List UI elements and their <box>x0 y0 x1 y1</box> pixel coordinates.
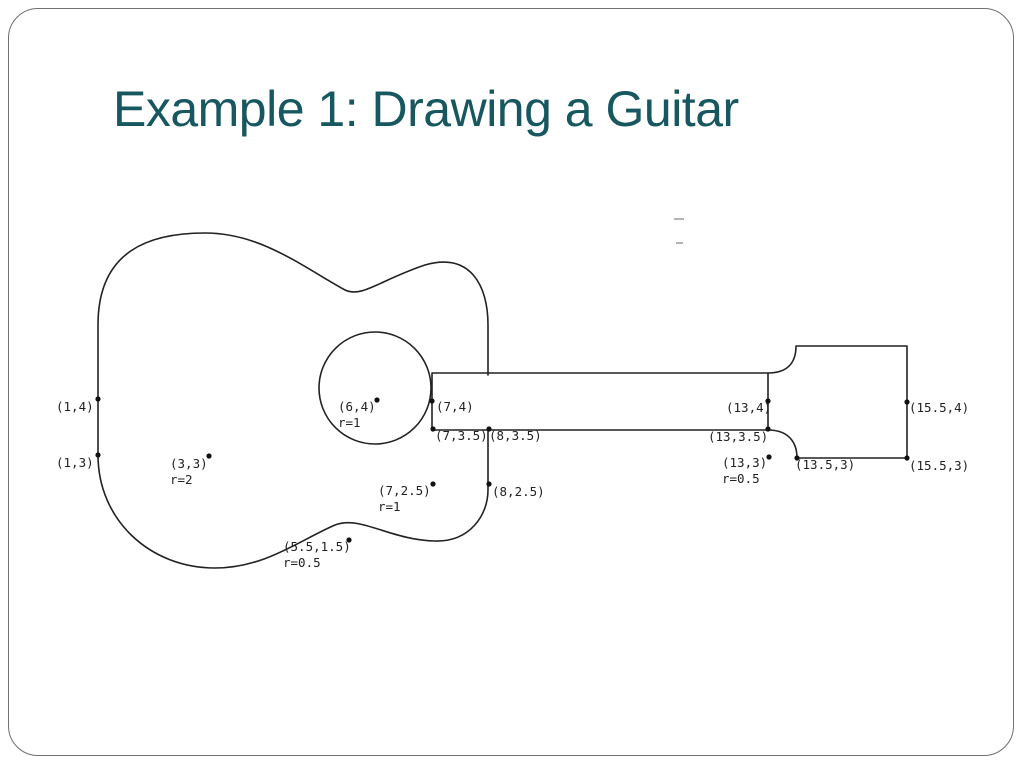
radius-label: r=2 <box>170 472 193 487</box>
radius-label: r=1 <box>338 415 361 430</box>
point-marker <box>429 398 435 404</box>
point-label: (7,4) <box>436 399 474 414</box>
point-marker <box>486 426 492 432</box>
point-label: (5.5,1.5) <box>283 539 351 554</box>
point-marker <box>374 397 380 403</box>
point-label: (13,4) <box>726 400 771 415</box>
guitar-body-outline-lower <box>97 399 489 569</box>
point-label: (15.5,3) <box>909 458 969 473</box>
point-label: (6,4) <box>338 399 376 414</box>
radius-label: r=0.5 <box>722 471 760 486</box>
point-marker <box>346 537 352 543</box>
point-marker <box>765 426 771 432</box>
point-marker <box>486 481 492 487</box>
point-label: (1,4) <box>56 399 94 414</box>
point-label: (8,3.5) <box>489 428 542 443</box>
point-label: (15.5,4) <box>909 400 969 415</box>
point-label: (13.5,3) <box>795 457 855 472</box>
point-label: (13,3) <box>722 455 767 470</box>
point-label: (7,3.5) <box>435 428 488 443</box>
point-marker <box>430 426 436 432</box>
point-label: (7,2.5) <box>378 483 431 498</box>
point-marker <box>206 453 212 459</box>
point-label: (13,3.5) <box>708 429 768 444</box>
point-marker <box>904 455 910 461</box>
slide-title: Example 1: Drawing a Guitar <box>113 81 739 137</box>
sound-hole <box>318 331 432 445</box>
point-label: (1,3) <box>56 455 94 470</box>
point-marker <box>904 399 910 405</box>
guitar-body-outline <box>97 232 489 401</box>
point-label: (8,2.5) <box>492 484 545 499</box>
point-marker <box>765 398 771 404</box>
point-marker <box>794 455 800 461</box>
slide-frame <box>8 8 1014 756</box>
guitar-neck <box>431 372 769 431</box>
radius-label: r=1 <box>378 499 401 514</box>
point-label: (3,3) <box>170 456 208 471</box>
point-marker <box>95 396 101 402</box>
point-marker <box>430 481 436 487</box>
point-marker <box>766 454 772 460</box>
point-marker <box>95 452 101 458</box>
radius-label: r=0.5 <box>283 555 321 570</box>
guitar-headstock <box>767 345 908 459</box>
